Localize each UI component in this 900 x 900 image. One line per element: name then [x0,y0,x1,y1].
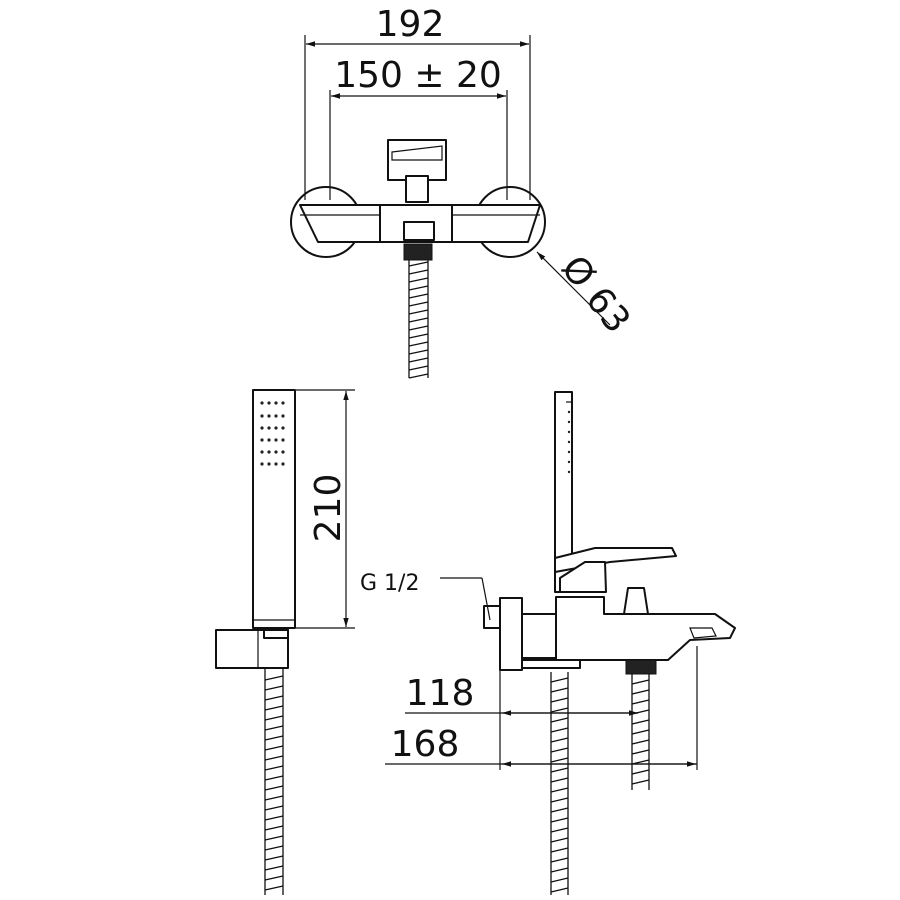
mixer-body-side [555,596,736,661]
wall-rosette-side [499,597,523,671]
hose-top [408,260,429,379]
dimension-rosette-diameter: Ø 63 [553,248,638,341]
hose-side-outlet [631,674,650,790]
hose-nut-side [625,659,657,675]
hose-nut-top [403,243,433,261]
diverter-knob-side [623,587,649,615]
wall-connector-side [521,613,557,659]
diameter-leader [536,251,611,326]
dimension-projection-spout: 168 [391,724,460,765]
hose-side-main [550,672,569,895]
dimension-centre-distance: 150 ± 20 [334,55,502,96]
hose-hand-shower [264,668,284,895]
hand-shower-view: 210 [215,389,355,895]
dimension-projection-outlet: 118 [406,673,475,714]
spout-outlet [689,627,717,639]
thread-leader-tail [481,577,491,621]
inlet-thread-side [483,605,501,629]
wall-holder [215,629,289,669]
side-view: G 1/2 118 168 [360,391,736,895]
cartridge-side [559,561,607,593]
dimension-hand-shower-length: 210 [308,474,349,543]
dimension-overall-width: 192 [376,4,445,45]
dimension-inlet-thread: G 1/2 [360,571,419,596]
lever-grip [391,145,443,161]
top-view: 192 150 ± 20 Ø 63 [290,4,638,379]
holder-cup [263,629,289,639]
cartridge-top [405,175,429,203]
diverter-top [403,221,435,241]
body-base [521,659,581,669]
spray-holes [260,401,285,466]
spray-holes-side [567,410,571,474]
hand-shower-body [252,389,296,629]
